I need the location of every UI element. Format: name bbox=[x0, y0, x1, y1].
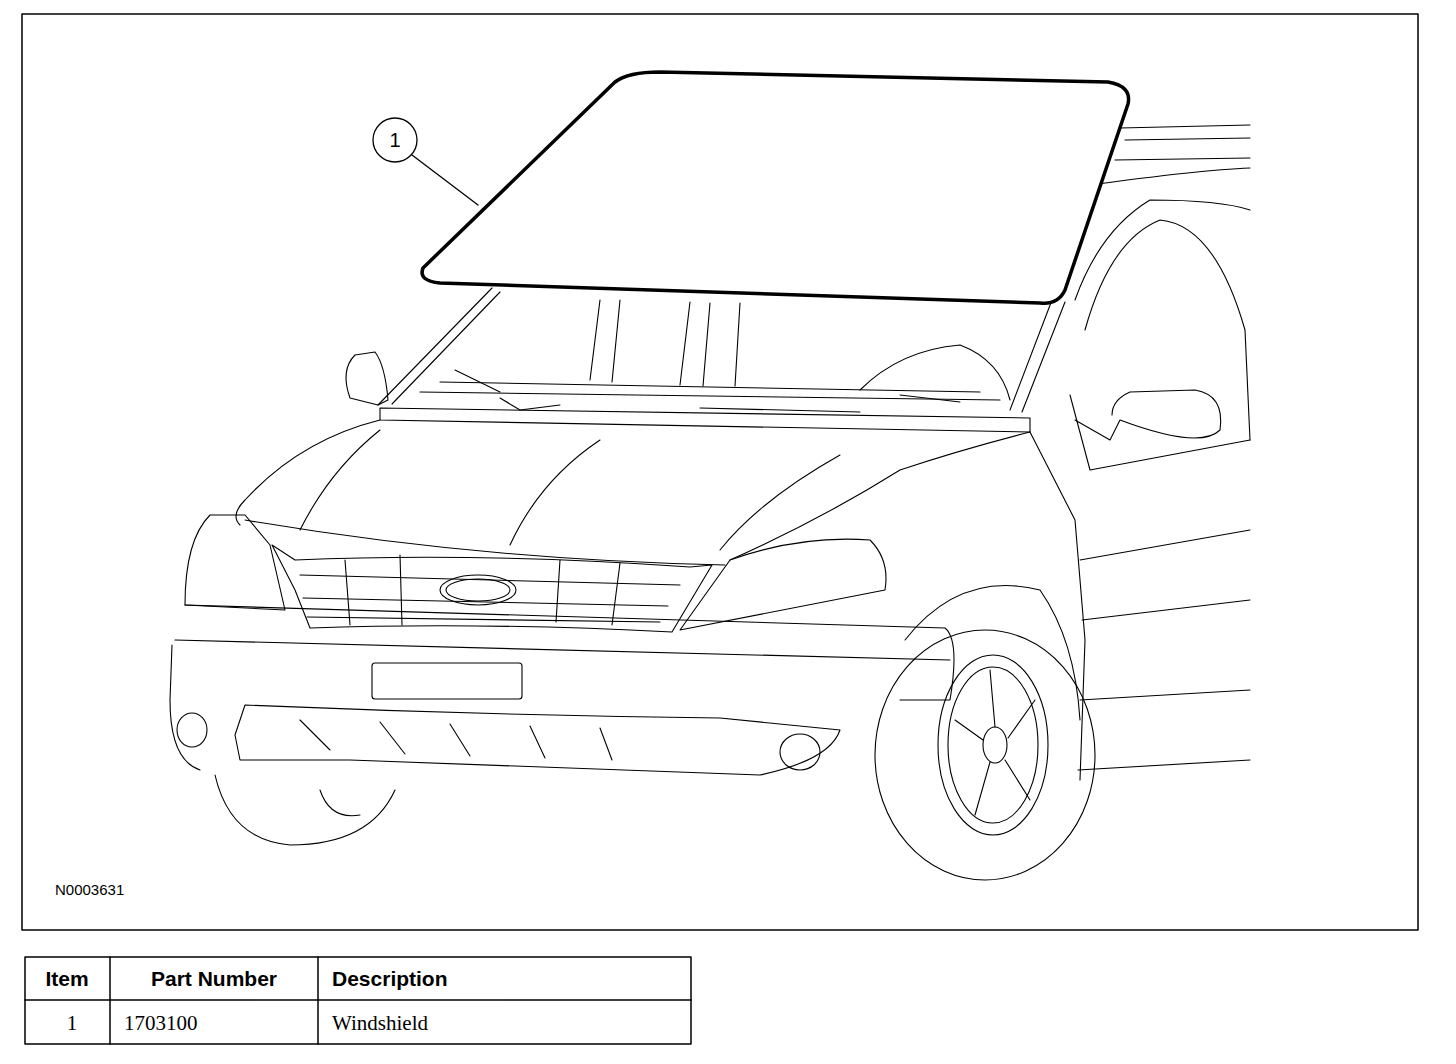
table-cell: 1703100 bbox=[124, 1011, 198, 1035]
leader-line bbox=[412, 155, 478, 205]
table-header: Description bbox=[332, 967, 448, 991]
table-cell: 1 bbox=[67, 1011, 78, 1035]
windshield-glass bbox=[422, 72, 1128, 303]
parts-table-grid bbox=[25, 957, 691, 1044]
figure-id: N0003631 bbox=[55, 881, 124, 898]
table-header: Part Number bbox=[151, 967, 277, 991]
figure-frame bbox=[22, 14, 1418, 930]
table-header: Item bbox=[45, 967, 88, 991]
callout-number: 1 bbox=[389, 129, 400, 152]
table-cell: Windshield bbox=[332, 1011, 428, 1035]
callout-circle bbox=[373, 118, 417, 162]
